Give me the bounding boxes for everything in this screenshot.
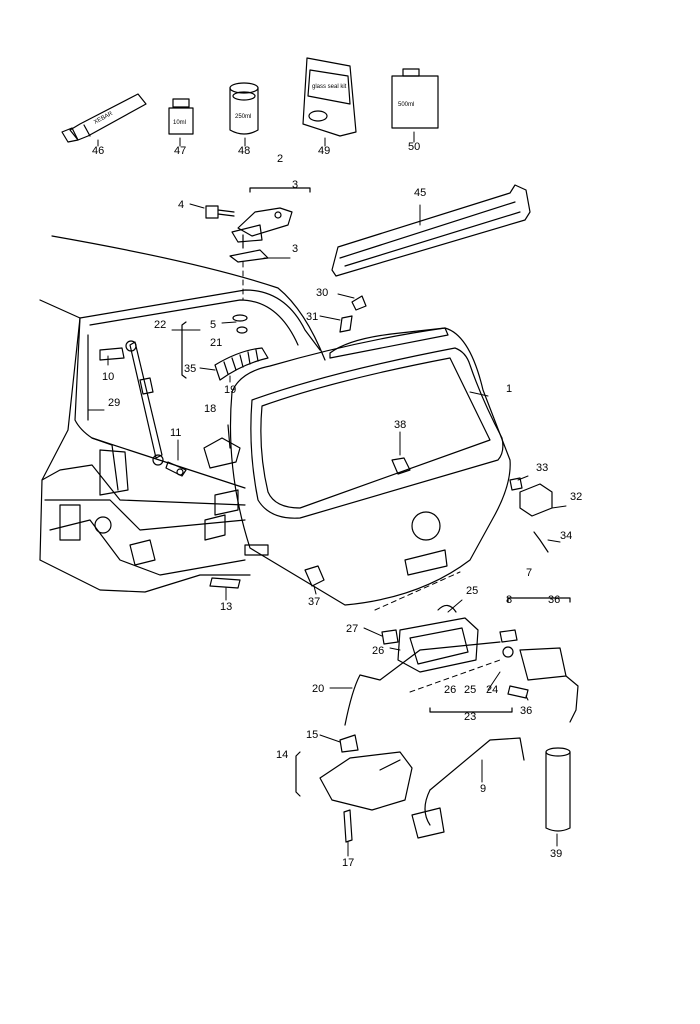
hinge-part [229, 207, 293, 263]
leader-lines [87, 131, 567, 857]
callout-13: 13 [220, 601, 232, 613]
small-bottle-icon: 10ml [168, 98, 194, 135]
lock-part [319, 734, 413, 843]
bracket-lines [181, 187, 571, 797]
callout-50: 50 [408, 141, 420, 153]
callout-3-top: 3 [292, 179, 298, 191]
washer-nozzle-part [391, 457, 411, 475]
handle-part [381, 604, 479, 673]
wire-boot-part [214, 347, 269, 381]
callout-25-bottom: 25 [464, 684, 476, 696]
callout-8: 8 [506, 594, 512, 606]
callout-31: 31 [306, 311, 318, 323]
callout-29: 29 [108, 397, 120, 409]
callout-32: 32 [570, 491, 582, 503]
callout-26-bottom: 26 [444, 684, 456, 696]
callout-36-bottom: 36 [520, 705, 532, 717]
callout-10: 10 [102, 371, 114, 383]
callout-21: 21 [210, 337, 222, 349]
callout-1: 1 [506, 383, 512, 395]
seal-strip-part [331, 184, 531, 277]
small-bottle-label: 10ml [173, 120, 186, 126]
plug-part [339, 295, 367, 333]
callout-3-bottom: 3 [292, 243, 298, 255]
lock-cylinder-part [499, 629, 579, 723]
callout-19: 19 [224, 384, 236, 396]
callout-36-top: 36 [548, 594, 560, 606]
callout-15: 15 [306, 729, 318, 741]
pouch-icon: glass seal kit [302, 57, 357, 137]
callout-26-left: 26 [372, 645, 384, 657]
spoiler-part [329, 327, 449, 359]
lock-motor-part [509, 477, 553, 553]
callout-11: 11 [170, 427, 181, 439]
callout-46: 46 [92, 145, 104, 157]
callout-27: 27 [346, 623, 358, 635]
tailgate-part [229, 327, 511, 606]
callout-35: 35 [184, 363, 196, 375]
rod-part [344, 641, 501, 726]
callout-48: 48 [238, 145, 250, 157]
callout-37: 37 [308, 596, 320, 608]
callout-49: 49 [318, 145, 330, 157]
callout-33: 33 [536, 462, 548, 474]
catch-part [203, 424, 241, 469]
sealant-tube-icon: XEBAR [61, 93, 147, 143]
clip-part [165, 461, 187, 477]
callout-34: 34 [560, 530, 572, 542]
callout-47: 47 [174, 145, 186, 157]
box-icon: 500ml [391, 68, 439, 129]
box-label: 500ml [398, 102, 414, 108]
callout-17: 17 [342, 857, 354, 869]
pouch-label: glass seal kit [312, 84, 347, 90]
callout-14: 14 [276, 749, 288, 761]
callout-30: 30 [316, 287, 328, 299]
can-icon: 250ml [229, 82, 259, 135]
callout-45: 45 [414, 187, 426, 199]
sensor-part [209, 577, 241, 589]
callout-18: 18 [204, 403, 216, 415]
release-cable-part [411, 737, 525, 839]
car-body [39, 235, 326, 593]
callout-20: 20 [312, 683, 324, 695]
grommet-part [232, 314, 248, 334]
callout-25-top: 25 [466, 585, 478, 597]
bolt-part [205, 205, 235, 219]
dashed-guide-lines [242, 261, 501, 693]
callout-4: 4 [178, 199, 184, 211]
spray-can-part [545, 747, 571, 832]
gas-strut-part [99, 340, 164, 466]
callout-5: 5 [210, 319, 216, 331]
can-label: 250ml [235, 114, 251, 120]
callout-labels: 46 47 48 49 50 2 3 3 4 45 30 31 5 22 21 … [92, 141, 582, 869]
callout-39: 39 [550, 848, 562, 860]
callout-24: 24 [486, 684, 498, 696]
callout-7: 7 [526, 567, 532, 579]
callout-22: 22 [154, 319, 166, 331]
bumper-stop-part [304, 565, 325, 587]
callout-38: 38 [394, 419, 406, 431]
callout-2: 2 [277, 153, 283, 165]
callout-9: 9 [480, 783, 486, 795]
callout-23: 23 [464, 711, 476, 723]
